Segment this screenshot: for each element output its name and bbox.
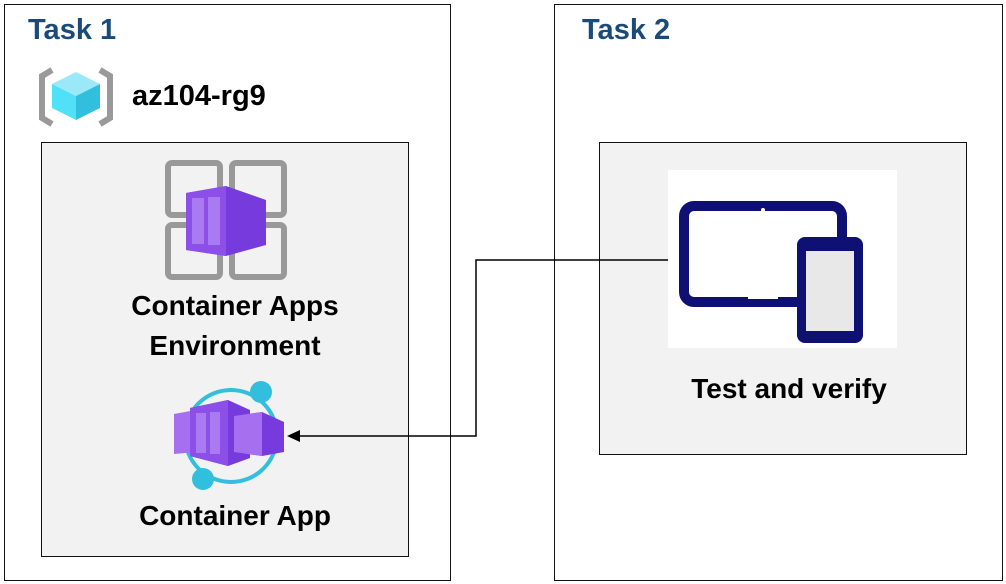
task1-title: Task 1 bbox=[28, 14, 117, 46]
environment-label: Container Apps Environment bbox=[41, 286, 429, 366]
task2-panel bbox=[554, 4, 1003, 581]
task1-panel bbox=[4, 4, 451, 581]
container-app-icon bbox=[174, 381, 284, 490]
resource-group-icon bbox=[39, 67, 113, 127]
devices-icon bbox=[679, 201, 863, 343]
environment-label-line1: Container Apps bbox=[131, 290, 339, 321]
task2-title: Task 2 bbox=[582, 14, 671, 46]
test-verify-label: Test and verify bbox=[691, 373, 887, 404]
connector-arrow bbox=[287, 259, 668, 442]
resource-group-name: az104-rg9 bbox=[132, 80, 266, 112]
container-app-label: Container App bbox=[139, 500, 331, 531]
container-apps-environment-icon bbox=[165, 160, 287, 280]
environment-label-line2: Environment bbox=[149, 330, 321, 361]
